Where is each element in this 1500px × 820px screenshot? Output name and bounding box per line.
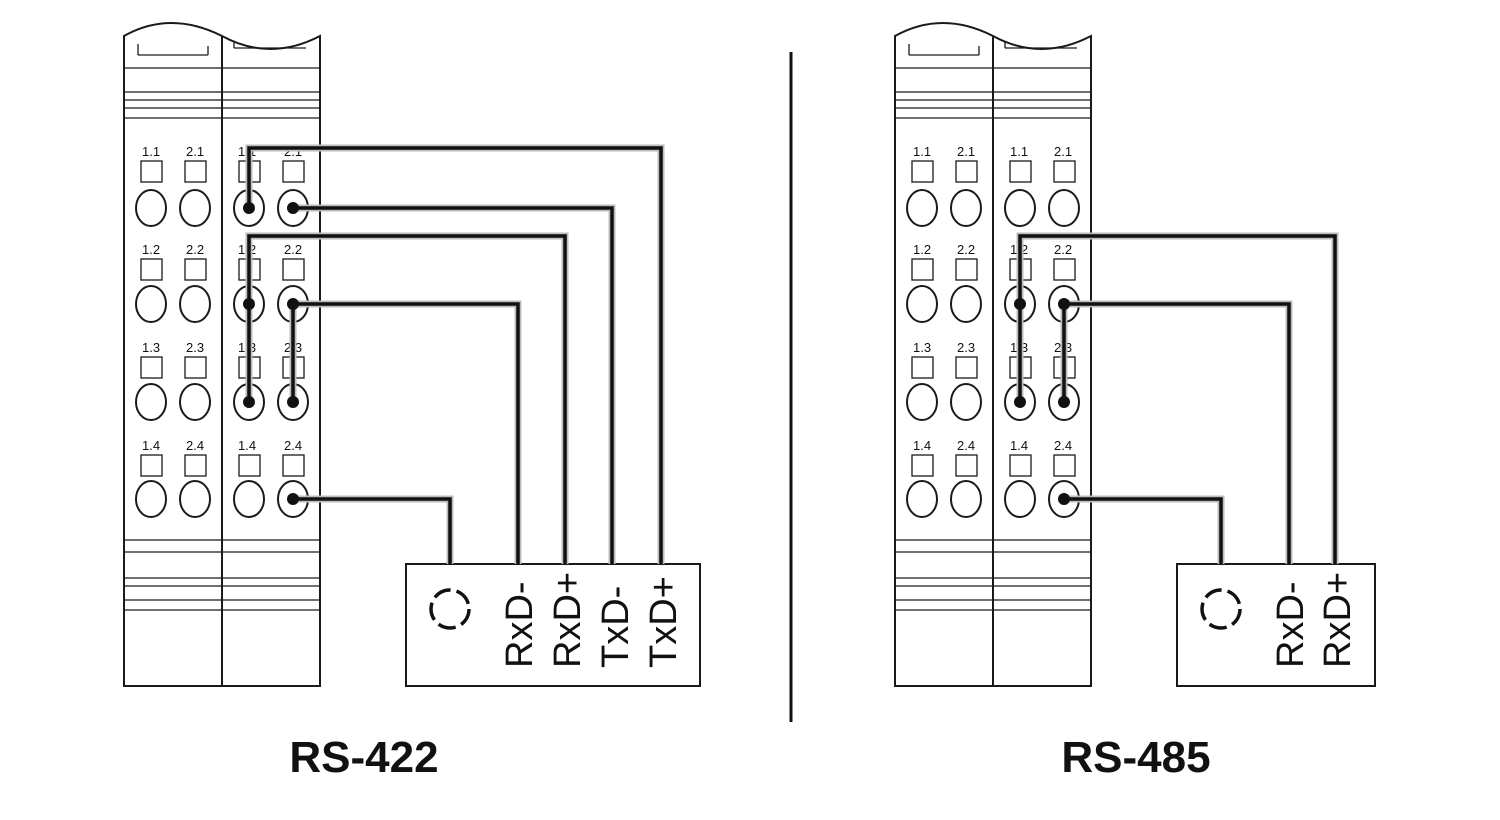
slot-label: 2.3 (957, 340, 975, 355)
slot-label: 2.2 (957, 242, 975, 257)
slot-label: 1.2 (142, 242, 160, 257)
slot-label: 1.1 (142, 144, 160, 159)
panel-title: RS-485 (1061, 733, 1210, 782)
slot-label: 1.1 (1010, 144, 1028, 159)
slot-label: 1.2 (913, 242, 931, 257)
slot-label: 2.2 (284, 242, 302, 257)
terminal-label-txd-minus: TxD- (595, 586, 637, 668)
slot-label: 2.2 (1054, 242, 1072, 257)
terminal-label-txd-plus: TxD+ (643, 576, 685, 668)
wiring (243, 144, 665, 564)
slot-label: 2.4 (1054, 438, 1072, 453)
terminal-label-rxd-plus: RxD+ (1317, 572, 1359, 668)
io-module-pair (894, 22, 1092, 687)
slot-label: 1.4 (913, 438, 931, 453)
terminal-block: RxD- RxD+ (1176, 563, 1376, 687)
slot-label: 1.3 (913, 340, 931, 355)
terminal-block: RxD- RxD+ TxD- TxD+ (405, 563, 701, 687)
shield-ground-icon (1200, 588, 1242, 630)
slot-label: 2.4 (284, 438, 302, 453)
slot-label: 1.3 (142, 340, 160, 355)
terminal-label-rxd-plus: RxD+ (547, 572, 589, 668)
panel-title: RS-422 (289, 733, 438, 782)
panel-rs422: 1.1 2.1 1.2 2.2 1.3 2.3 1.4 2.4 1.1 2.1 … (123, 22, 701, 782)
slot-label: 2.1 (957, 144, 975, 159)
slot-label: 2.2 (186, 242, 204, 257)
panel-rs485: 1.1 2.1 1.2 2.2 1.3 2.3 1.4 2.4 1.1 2.1 … (894, 22, 1376, 782)
terminal-label-rxd-minus: RxD- (1270, 581, 1312, 668)
slot-label: 1.4 (238, 438, 256, 453)
shield-ground-icon (429, 588, 471, 630)
slot-label: 1.4 (1010, 438, 1028, 453)
slot-label: 2.1 (186, 144, 204, 159)
terminal-label-rxd-minus: RxD- (499, 581, 541, 668)
slot-label: 2.4 (957, 438, 975, 453)
slot-label: 1.4 (142, 438, 160, 453)
slot-label: 2.4 (186, 438, 204, 453)
slot-label: 1.1 (913, 144, 931, 159)
wiring (1014, 232, 1339, 564)
io-module-pair (123, 22, 321, 687)
slot-label: 2.3 (186, 340, 204, 355)
slot-label: 2.1 (1054, 144, 1072, 159)
